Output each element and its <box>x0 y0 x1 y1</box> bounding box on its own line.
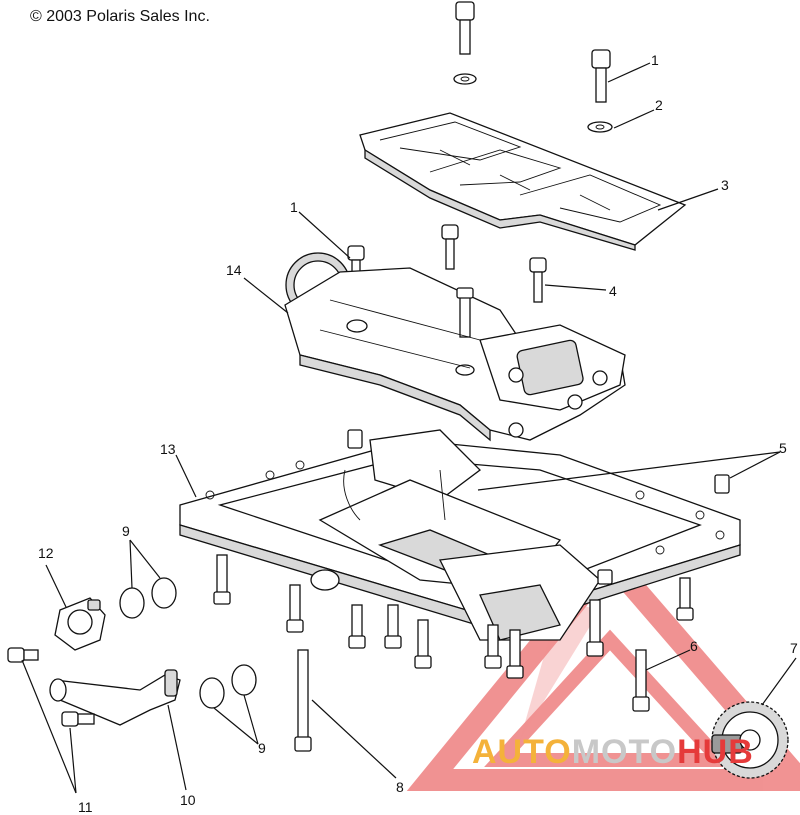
callout-8: 8 <box>396 779 404 795</box>
pan-bolts <box>213 554 694 679</box>
callout-5: 5 <box>779 440 787 456</box>
long-bolt-part-8 <box>294 649 312 752</box>
callout-13: 13 <box>160 441 176 457</box>
callout-7: 7 <box>790 640 798 656</box>
o-rings-part-9-lower <box>199 664 257 709</box>
baffle-plate-part-3 <box>359 112 687 251</box>
gear-part-7 <box>711 701 789 779</box>
watermark-part-auto: AUTO <box>472 733 572 771</box>
callout-6: 6 <box>690 638 698 654</box>
callout-10: 10 <box>180 792 196 808</box>
leader-lines <box>21 62 797 794</box>
callout-11: 11 <box>78 799 93 815</box>
pickup-tube-part-10 <box>49 669 181 726</box>
bolt-part-4 <box>529 257 547 303</box>
bolts-part-11 <box>7 647 95 727</box>
copyright-notice: © 2003 Polaris Sales Inc. <box>30 8 210 25</box>
oil-pan-part-13 <box>179 429 741 641</box>
callout-12: 12 <box>38 545 54 561</box>
callout-14: 14 <box>226 262 242 278</box>
top-bolt <box>453 1 477 85</box>
oil-pump-part-14 <box>284 252 626 442</box>
washer-part-2 <box>587 121 613 133</box>
callout-2: 2 <box>655 97 663 113</box>
cover-part-12 <box>54 597 106 651</box>
dowel-pins-part-5 <box>347 429 730 499</box>
watermark-part-hub: HUB <box>677 733 754 771</box>
bolt-mid-center <box>441 224 459 270</box>
callout-9-lower: 9 <box>258 740 266 756</box>
o-rings-part-9-upper <box>119 577 177 619</box>
callout-9-upper: 9 <box>122 523 130 539</box>
callout-3: 3 <box>721 177 729 193</box>
bolt-part-1-top <box>591 49 611 103</box>
watermark-text: AUTOMOTOHUB <box>472 733 754 772</box>
callout-4: 4 <box>609 283 617 299</box>
watermark-part-moto: MOTO <box>571 733 678 771</box>
bolt-part-6 <box>632 649 650 712</box>
callout-1-mid: 1 <box>290 199 298 215</box>
callout-1-top: 1 <box>651 52 659 68</box>
